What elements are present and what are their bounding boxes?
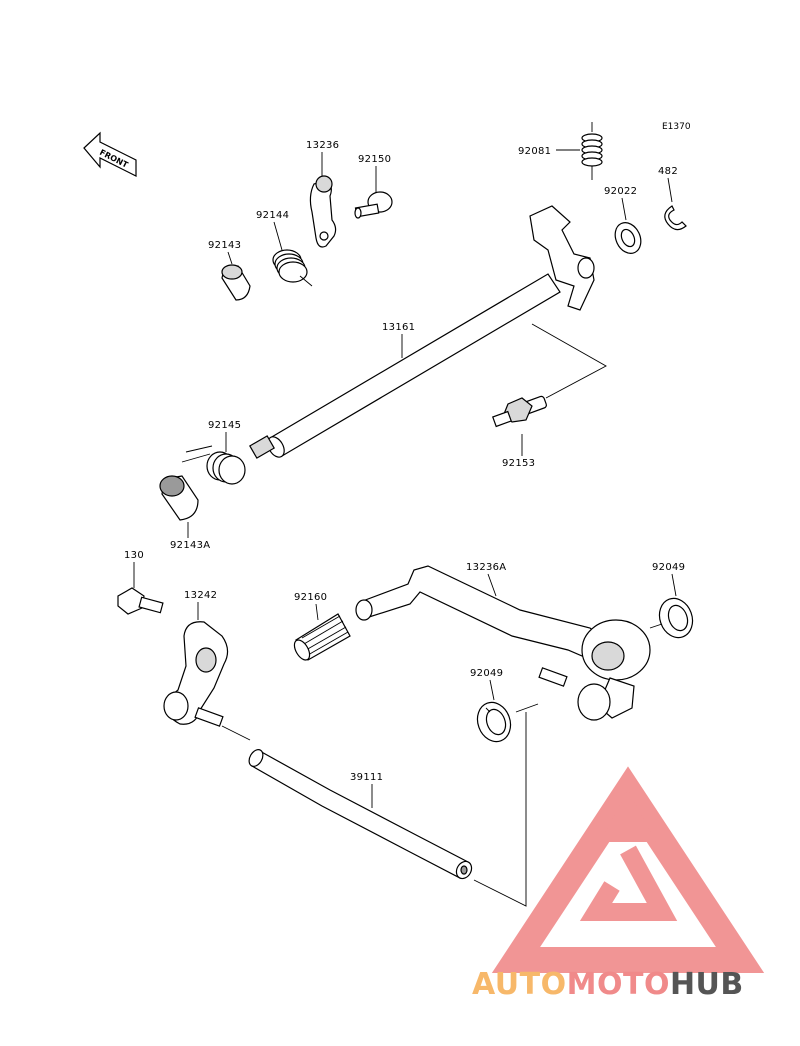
label-92022: 92022 (604, 186, 637, 197)
svg-text:AUTOMOTOHUB: AUTOMOTOHUB (472, 967, 744, 1002)
part-92160-rubber (293, 613, 351, 661)
part-13236A-pedal (355, 565, 651, 721)
part-pedal-bolt (538, 667, 568, 687)
label-13161: 13161 (382, 322, 415, 333)
part-92144-spring (272, 249, 313, 287)
label-92144: 92144 (256, 210, 289, 221)
part-39111-tie-rod (248, 749, 473, 880)
part-130-bolt (117, 587, 164, 615)
part-92143-collar (221, 264, 251, 301)
label-92150: 92150 (358, 154, 391, 165)
part-13242-lever (163, 621, 229, 725)
label-92143: 92143 (208, 240, 241, 251)
label-92081: 92081 (518, 146, 551, 157)
brand-moto: MOTO (567, 967, 670, 1002)
part-482-circlip (664, 205, 687, 231)
part-92143A-collar (159, 475, 199, 521)
part-tie-rod-bolt (194, 707, 251, 741)
automotohub-logo-icon (491, 766, 765, 973)
brand-hub: HUB (670, 967, 744, 1002)
label-92049-right: 92049 (652, 562, 685, 573)
front-arrow-icon: FRONT (83, 131, 137, 177)
part-13161-shift-shaft (249, 205, 595, 459)
label-92160: 92160 (294, 592, 327, 603)
label-92145: 92145 (208, 420, 241, 431)
automotohub-wordmark: AUTOMOTOHUB (472, 967, 744, 1002)
part-92145-spring (181, 445, 246, 485)
part-92081-spring (581, 122, 603, 180)
label-130: 130 (124, 550, 144, 561)
label-13236A: 13236A (466, 562, 506, 573)
part-92153-bolt (492, 395, 547, 428)
part-92049-seal-left (476, 701, 512, 743)
label-13236: 13236 (306, 140, 339, 151)
part-92150-bolt (354, 191, 393, 219)
part-92022-washer (614, 222, 642, 254)
part-92049-seal-right (658, 597, 694, 639)
brand-auto: AUTO (472, 967, 567, 1002)
label-92049-left: 92049 (470, 668, 503, 679)
label-39111: 39111 (350, 772, 383, 783)
label-482: 482 (658, 166, 678, 177)
part-13236-lever (309, 175, 337, 248)
reference-code: E1370 (662, 122, 691, 132)
label-92143A: 92143A (170, 540, 210, 551)
label-13242: 13242 (184, 590, 217, 601)
label-92153: 92153 (502, 458, 535, 469)
